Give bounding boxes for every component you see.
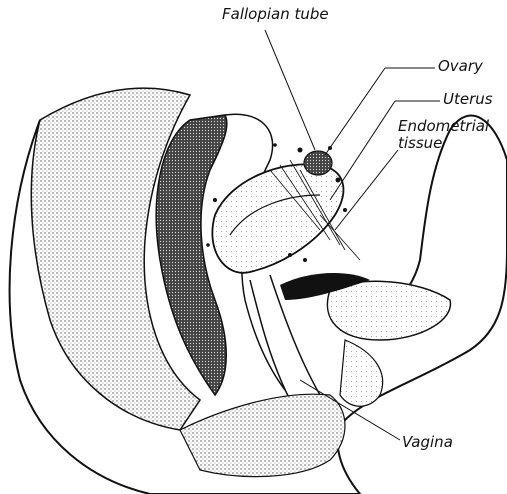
- label-ovary: Ovary: [438, 58, 483, 75]
- bladder: [327, 281, 450, 340]
- pubic-region: [340, 340, 383, 406]
- label-uterus: Uterus: [443, 91, 493, 108]
- label-vagina: Vagina: [402, 434, 453, 451]
- perineum: [180, 394, 345, 476]
- label-fallopian-tube: Fallopian tube: [222, 6, 329, 23]
- label-endometrial-tissue: Endometrial tissue: [398, 118, 489, 153]
- ovary-shape: [304, 151, 332, 175]
- label-endometrial-line1: Endometrial: [398, 118, 489, 135]
- uterus-body: [212, 164, 343, 273]
- label-endometrial-line2: tissue: [398, 135, 489, 152]
